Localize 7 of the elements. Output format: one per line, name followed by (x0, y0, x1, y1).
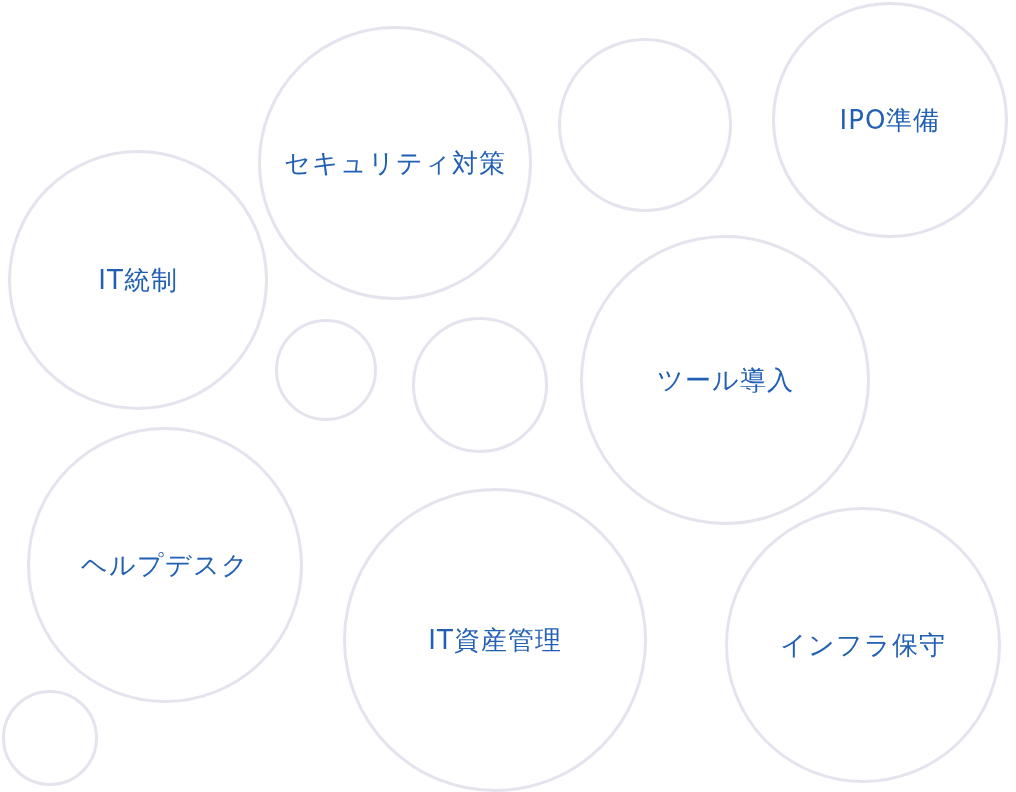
bubble-label: ヘルプデスク (81, 548, 249, 582)
bubble-label: セキュリティ対策 (284, 146, 506, 180)
bubble-label: IPO準備 (839, 103, 941, 137)
bubble-label: IT統制 (98, 263, 178, 297)
bubble-label: IT資産管理 (428, 623, 562, 657)
bubble-label: ツール導入 (656, 363, 794, 397)
bubble-label: インフラ保守 (780, 628, 946, 662)
